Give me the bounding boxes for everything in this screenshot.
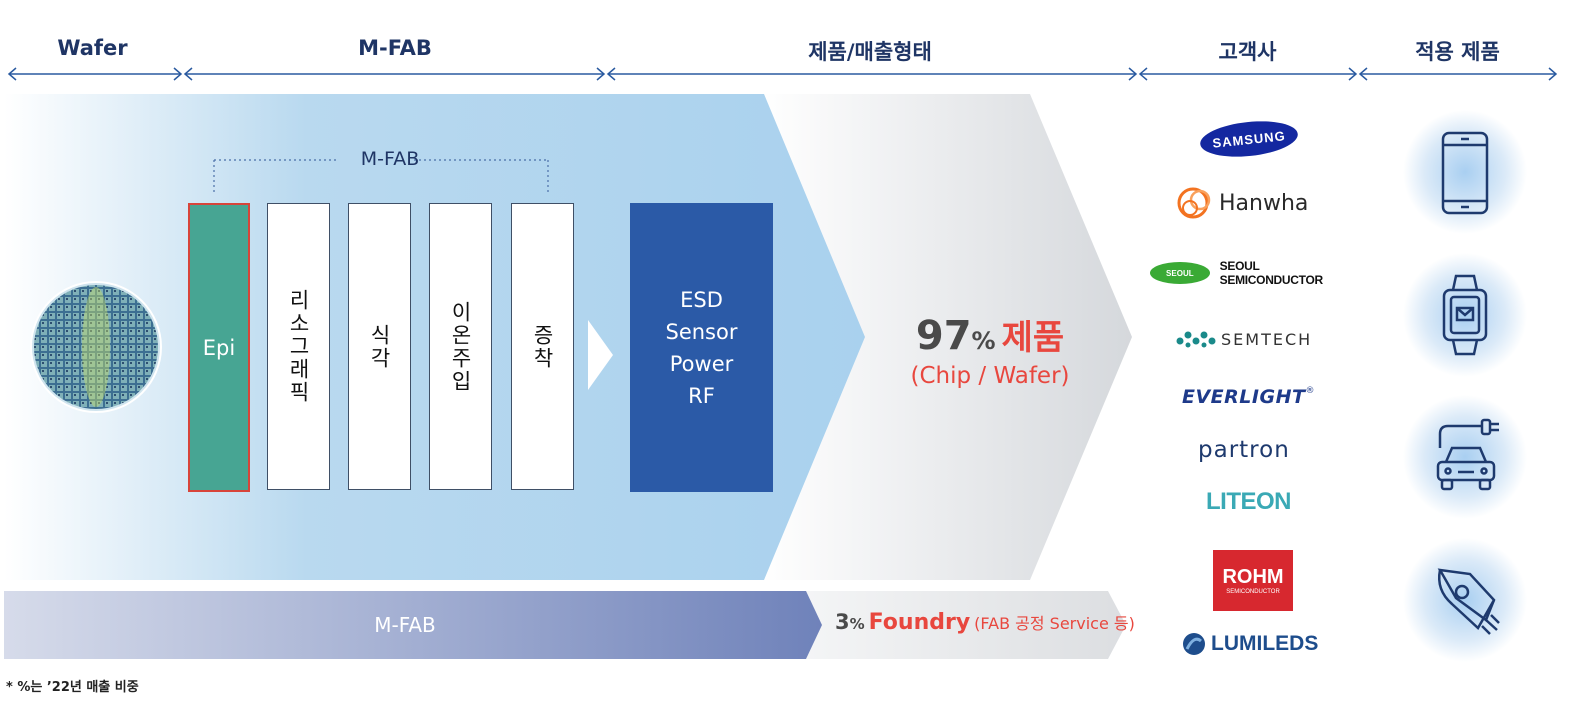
process-step-etching: 식각 <box>348 203 411 490</box>
process-step-label: 식각 <box>367 323 392 370</box>
liteon-logo: LITEON <box>1206 488 1316 518</box>
process-step-deposition: 증착 <box>511 203 574 490</box>
product-share-unit: % <box>971 327 996 355</box>
product-esd: ESD <box>680 287 723 312</box>
foundry-word: Foundry <box>868 610 971 635</box>
partron-logo: partron <box>1198 437 1318 467</box>
process-step-label: 증착 <box>530 323 555 370</box>
seoul-mark-text: SEOUL <box>1166 268 1194 278</box>
lumileds-logo-text: LUMILEDS <box>1211 632 1319 655</box>
app-glow <box>1403 110 1527 234</box>
rohm-logo-sub: SEMICONDUCTOR <box>1226 588 1280 595</box>
smartphone-icon <box>1441 131 1489 215</box>
foundry-share: 3%Foundry(FAB 공정 Service 등) <box>835 610 1135 635</box>
footnote: * %는 ’22년 매출 비중 <box>6 680 139 695</box>
everlight-registered-mark: ® <box>1305 386 1315 396</box>
process-step-label: 이온주입 <box>448 300 473 393</box>
semtech-logo: SEMTECH <box>1175 326 1335 352</box>
product-chevron <box>760 94 1132 580</box>
samsung-logo: SAMSUNG <box>1198 116 1300 162</box>
rohm-logo: ROHM SEMICONDUCTOR <box>1213 550 1293 611</box>
product-share-sub: (Chip / Wafer) <box>910 363 1070 389</box>
header-mfab: M-FAB <box>358 36 432 60</box>
samsung-logo-text: SAMSUNG <box>1211 127 1287 151</box>
hanwha-logo-text: Hanwha <box>1219 190 1309 216</box>
lumileds-logo: LUMILEDS <box>1181 630 1341 658</box>
header-product-type: 제품/매출형태 <box>808 40 932 64</box>
product-share: 97%제품 <box>905 310 1075 359</box>
process-step-epi: Epi <box>188 203 250 492</box>
everlight-logo: EVERLIGHT® <box>1182 386 1342 410</box>
process-step-ion-implant: 이온주입 <box>429 203 492 490</box>
hanwha-logo: Hanwha <box>1175 183 1335 223</box>
foundry-number: 3 <box>835 610 850 634</box>
hanwha-mark-icon <box>1177 187 1211 219</box>
rohm-logo-text: ROHM <box>1222 565 1284 588</box>
liteon-logo-text: LITEON <box>1206 488 1292 515</box>
semtech-logo-text: SEMTECH <box>1221 329 1313 349</box>
smartwatch-icon <box>1442 274 1488 356</box>
seoul-logo-text: SEOUL SEMICONDUCTOR <box>1219 259 1324 287</box>
process-step-label: Epi <box>202 335 236 360</box>
partron-logo-text: partron <box>1198 437 1290 463</box>
process-arrow <box>588 320 613 390</box>
product-share-word: 제품 <box>1001 318 1065 358</box>
product-power: Power <box>669 351 734 376</box>
header-applications: 적용 제품 <box>1415 40 1500 64</box>
process-step-label: 리소그래픽 <box>286 289 311 404</box>
app-glow <box>1403 538 1527 662</box>
foundry-unit: % <box>849 615 865 633</box>
app-glow <box>1403 395 1527 519</box>
semtech-mark-icon <box>1176 331 1216 348</box>
seoul-semiconductor-logo: SEOUL SEOUL SEMICONDUCTOR <box>1150 259 1360 287</box>
process-step-lithography: 리소그래픽 <box>267 203 330 490</box>
mfab-bar-label: M-FAB <box>374 613 436 637</box>
foundry-bar-tip <box>805 591 1126 659</box>
lumileds-mark-icon <box>1183 633 1205 655</box>
header-wafer: Wafer <box>57 36 128 60</box>
everlight-logo-text: EVERLIGHT <box>1182 386 1306 408</box>
electric-car-icon <box>1436 418 1499 491</box>
mfab-bracket <box>213 159 549 193</box>
product-sensor: Sensor <box>665 319 738 344</box>
mfab-bar <box>4 591 822 659</box>
mfab-group-label: M-FAB <box>360 148 420 170</box>
rocket-icon <box>1437 568 1500 635</box>
product-rf: RF <box>688 383 715 408</box>
wafer-image <box>30 281 162 413</box>
foundry-note: (FAB 공정 Service 등) <box>974 614 1135 633</box>
product-share-number: 97 <box>915 313 972 359</box>
header-arrows <box>7 67 1558 81</box>
product-box: ESD Sensor Power RF <box>630 203 773 492</box>
header-customers: 고객사 <box>1218 40 1277 64</box>
